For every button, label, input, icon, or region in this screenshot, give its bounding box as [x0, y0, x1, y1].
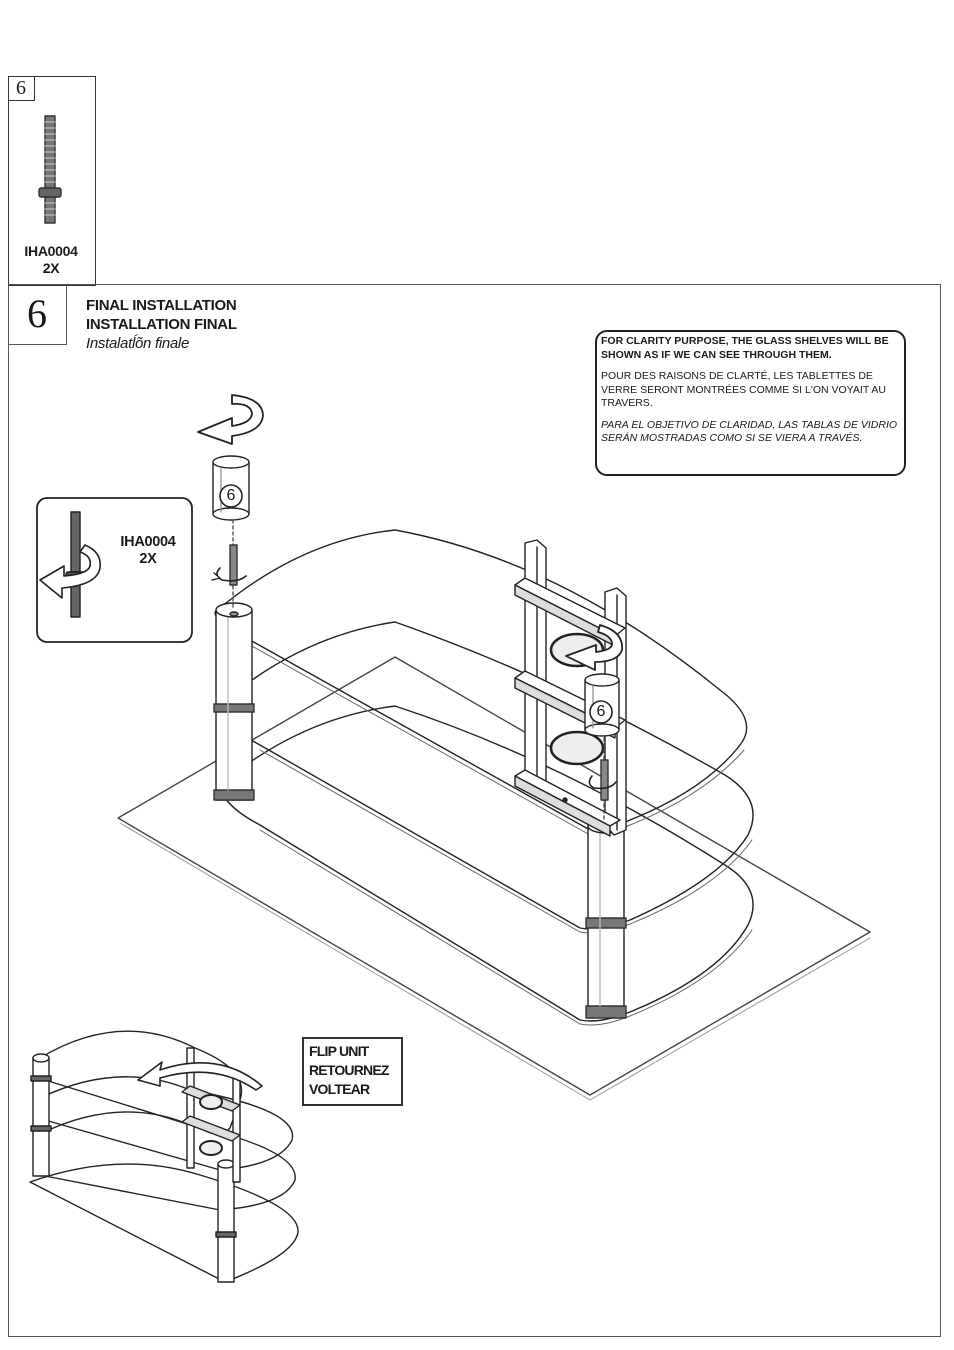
detail-rotate-arrow-icon: [39, 544, 102, 599]
parts-number: 6: [8, 76, 35, 101]
rotate-arrow-right-icon: [565, 624, 623, 671]
flip-es: VOLTEAR: [309, 1081, 370, 1097]
step-number: 6: [8, 284, 67, 345]
step-title-fr: INSTALLATION FINAL: [86, 316, 237, 333]
step-title-en: FINAL INSTALLATION: [86, 297, 237, 314]
rotate-arrow-icon: [197, 394, 264, 445]
cap-callout-number: 6: [226, 487, 236, 504]
note-fr: POUR DES RAISONS DE CLARTÉ, LES TABLETTE…: [601, 370, 886, 409]
right-cap-callout-number: 6: [596, 703, 606, 720]
right-cap-callout-circle: [589, 700, 613, 724]
top-bolt: [229, 544, 238, 586]
note-en: FOR CLARITY PURPOSE, THE GLASS SHELVES W…: [601, 335, 889, 361]
parts-label: IHA0004 2X: [8, 243, 94, 277]
floor-plate: [117, 656, 871, 1096]
detail-label: IHA0004 2X: [112, 534, 184, 568]
step-frame: [8, 284, 941, 1337]
top-shelf: [214, 529, 748, 831]
clarity-note: FOR CLARITY PURPOSE, THE GLASS SHELVES W…: [595, 330, 906, 476]
parts-code: IHA0004: [24, 243, 78, 259]
cap-callout-circle: [219, 484, 243, 508]
flip-en: FLIP UNIT: [309, 1043, 369, 1059]
detail-qty: 2X: [139, 551, 157, 567]
right-post: [585, 818, 627, 1019]
flipped-unit-drawing: [29, 1030, 299, 1283]
flip-unit-box: FLIP UNIT RETOURNEZ VOLTEAR: [302, 1037, 403, 1106]
flip-arrow-icon: [137, 1061, 263, 1091]
bolt-icon: [38, 115, 62, 224]
step-title: FINAL INSTALLATION INSTALLATION FINAL In…: [86, 296, 237, 353]
note-es: PARA EL OBJETIVO DE CLARIDAD, LAS TABLAS…: [601, 418, 898, 445]
step-title-es: Instalatĺõn finale: [86, 335, 190, 352]
parts-qty: 2X: [42, 260, 60, 276]
flip-fr: RETOURNEZ: [309, 1062, 389, 1078]
detail-code: IHA0004: [120, 534, 176, 550]
right-bolt: [600, 759, 609, 801]
bottom-shelf: [219, 705, 754, 1022]
left-post: [213, 602, 255, 801]
